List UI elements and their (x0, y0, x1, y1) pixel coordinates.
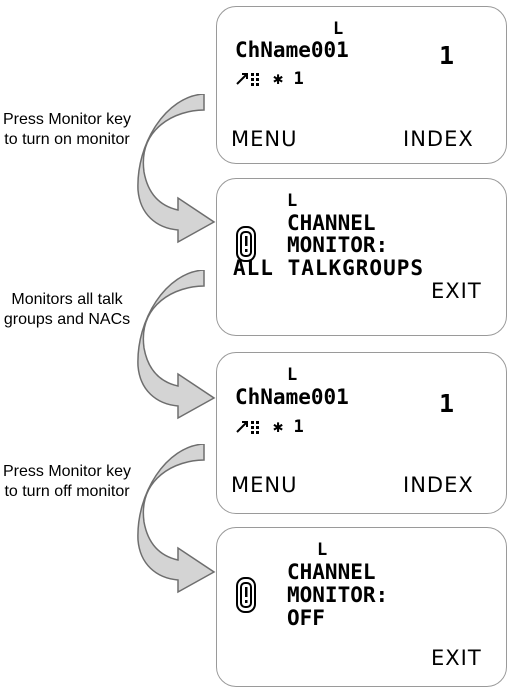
channel-name: ChName001 (235, 38, 349, 62)
softkey-index[interactable]: INDEX (403, 127, 474, 151)
curved-arrow-icon (137, 270, 216, 420)
channel-number: 1 (439, 41, 455, 70)
indicator-l: L (317, 540, 328, 560)
status-value: ✱ 1 (273, 69, 304, 89)
monitor-icon (236, 577, 256, 613)
monitor-icon (236, 226, 256, 262)
monitor-line-2: MONITOR: (287, 233, 389, 257)
curved-arrow-icon (137, 94, 216, 244)
curved-arrow-icon (137, 444, 216, 594)
radio-screen-channel: L ChName001 1 ✱ 1 MENU INDEX (216, 6, 507, 164)
indicator-l: L (287, 365, 298, 385)
monitor-line-1: CHANNEL (287, 560, 376, 584)
channel-number: 1 (439, 389, 455, 418)
radio-screen-channel: L ChName001 1 ✱ 1 MENU INDEX (216, 352, 507, 514)
softkey-menu[interactable]: MENU (231, 473, 298, 497)
monitor-line-3: OFF (287, 606, 325, 630)
softkey-menu[interactable]: MENU (231, 127, 298, 151)
status-value: ✱ 1 (273, 417, 304, 437)
softkey-exit[interactable]: EXIT (431, 279, 482, 303)
signal-icon (236, 73, 259, 86)
monitor-line-3: ALL TALKGROUPS (233, 256, 425, 280)
radio-screen-monitor-off: L CHANNEL MONITOR: OFF EXIT (216, 527, 507, 687)
step-label-monitor-off: Press Monitor key to turn off monitor (2, 463, 132, 500)
radio-screen-monitor-on: L CHANNEL MONITOR: ALL TALKGROUPS EXIT (216, 178, 507, 336)
indicator-l: L (287, 191, 298, 211)
signal-icon (236, 421, 259, 434)
indicator-l: L (333, 19, 344, 39)
softkey-exit[interactable]: EXIT (431, 646, 482, 670)
step-label-monitor-on: Press Monitor key to turn on monitor (2, 111, 132, 148)
step-label-monitors-all: Monitors all talk groups and NACs (3, 291, 131, 328)
channel-name: ChName001 (235, 385, 349, 409)
monitor-line-1: CHANNEL (287, 211, 376, 235)
softkey-index[interactable]: INDEX (403, 473, 474, 497)
monitor-line-2: MONITOR: (287, 583, 389, 607)
